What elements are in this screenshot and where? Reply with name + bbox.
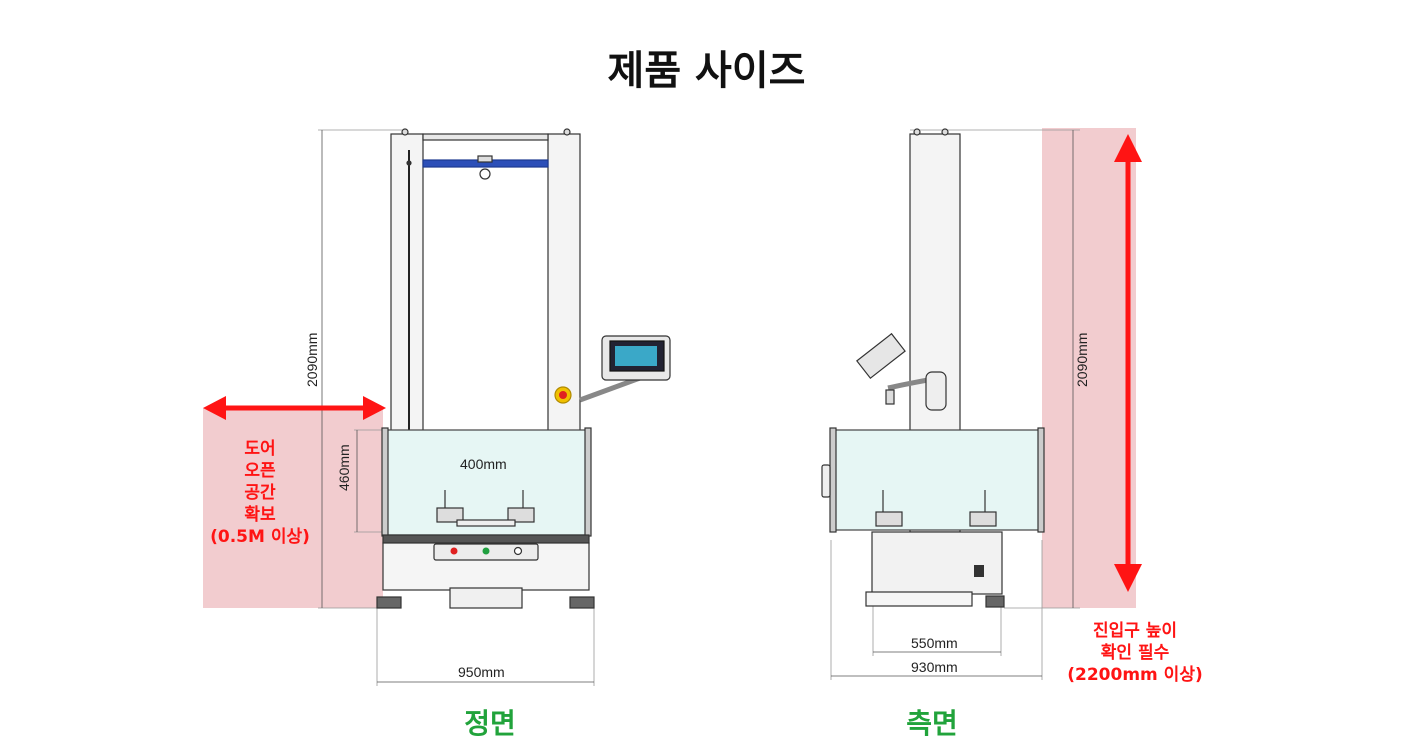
door-clearance-note: 도어 오픈 공간 확보 (0.5M 이상) [210, 439, 310, 547]
side-view-machine [821, 128, 1080, 680]
door-clearance-arrow [203, 396, 386, 420]
entry-height-zone [1042, 128, 1136, 608]
page-title: 제품 사이즈 [607, 48, 806, 94]
front-view-machine [318, 128, 671, 686]
grip-distance-dimension: 400mm [460, 456, 507, 472]
entry-height-note: 진입구 높이 확인 필수 (2200mm 이상) [1067, 621, 1203, 685]
door-clearance-zone [203, 408, 383, 608]
side-height-dimension: 2090mm [1074, 332, 1090, 387]
front-inner-height-dimension: 460mm [336, 444, 352, 491]
front-width-dimension: 950mm [458, 664, 505, 680]
side-inner-width-dimension: 550mm [911, 635, 958, 651]
front-view-caption: 정면 [464, 707, 516, 740]
entry-height-arrow [1114, 134, 1142, 592]
front-height-dimension: 2090mm [304, 332, 320, 387]
side-outer-width-dimension: 930mm [911, 659, 958, 675]
side-view-caption: 측면 [906, 707, 958, 740]
